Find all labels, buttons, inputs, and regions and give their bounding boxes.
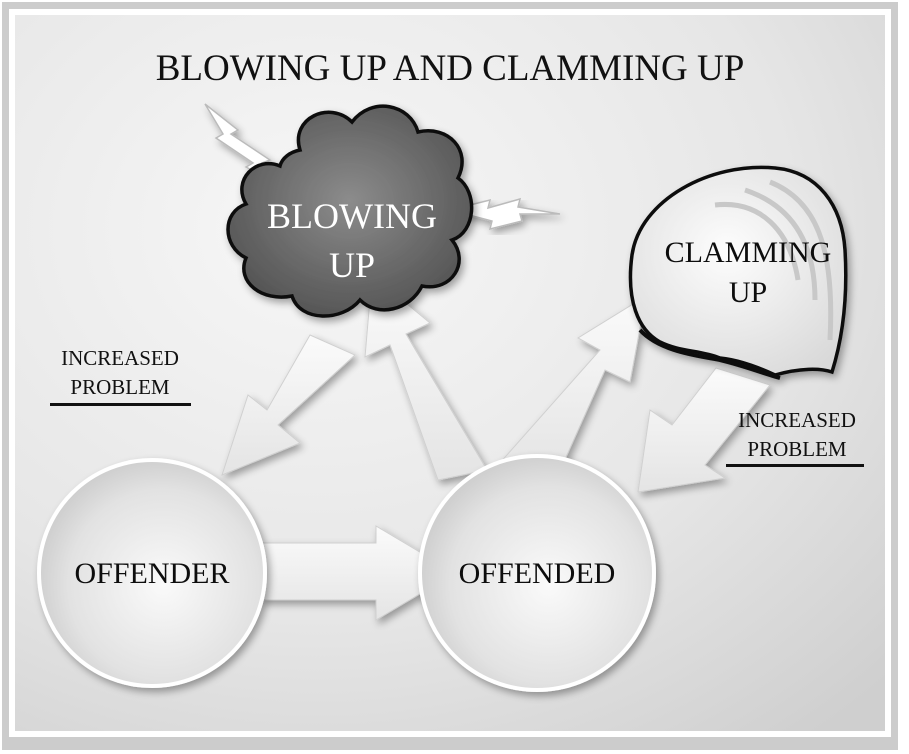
arrow-offender-to-offended <box>261 525 456 621</box>
blowing-up-label-line1: BLOWING <box>267 196 437 236</box>
shell-ridge <box>769 179 834 341</box>
clamming-up-shell: CLAMMING UP <box>628 165 848 380</box>
offender-node: OFFENDER <box>37 458 267 688</box>
blowing-up-cloud: BLOWING UP <box>226 104 474 318</box>
arrow-blowing-up-to-offender <box>221 334 356 476</box>
shell-ridge <box>714 201 801 281</box>
svg-text:INCREASED: INCREASED <box>738 408 856 432</box>
arrow-offended-to-clamming-up <box>497 294 647 476</box>
shell-ridge <box>744 187 818 301</box>
underline <box>50 403 191 406</box>
increased-problem-left: INCREASED PROBLEM <box>50 346 191 406</box>
increased-problem-right: INCREASED PROBLEM <box>726 408 864 467</box>
svg-text:PROBLEM: PROBLEM <box>70 375 170 399</box>
diagram-title: BLOWING UP AND CLAMMING UP <box>156 48 745 89</box>
svg-text:PROBLEM: PROBLEM <box>747 437 847 461</box>
svg-text:INCREASED: INCREASED <box>61 346 179 370</box>
clamming-up-label-line2: UP <box>729 276 767 309</box>
arrow-clamming-up-to-offended <box>637 367 771 493</box>
offended-label: OFFENDED <box>459 557 616 590</box>
underline <box>726 464 864 467</box>
lightning-bolt-right-icon <box>449 197 561 231</box>
offended-node: OFFENDED <box>418 454 656 692</box>
offender-label: OFFENDER <box>74 557 229 590</box>
blowing-up-label-line2: UP <box>329 245 375 285</box>
arrow-offended-to-blowing-up <box>364 274 488 481</box>
clamming-up-label-line1: CLAMMING <box>665 236 832 269</box>
